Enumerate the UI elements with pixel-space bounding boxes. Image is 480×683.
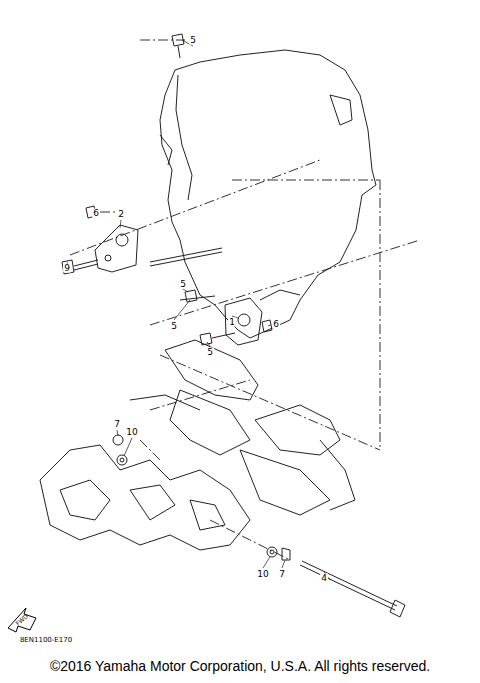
callout-number: 1 [228,318,236,327]
callout-number: 2 [117,210,125,219]
callout-number: 7 [113,420,121,429]
callout-number: 6 [272,320,280,329]
callout-number: 5 [189,36,197,45]
callout-number: 10 [125,428,138,437]
callout-number: 6 [92,209,100,218]
callout-number: 5 [179,280,187,289]
callout-number: 5 [206,348,214,357]
callout-number: 4 [320,574,328,583]
diagram-code: 8EN1100-E170 [19,637,73,644]
callout-number: 7 [278,570,286,579]
copyright-caption: ©2016 Yamaha Motor Corporation, U.S.A. A… [0,658,480,674]
callout-number: 9 [63,264,71,273]
callout-number: 5 [170,322,178,331]
callout-number: 10 [256,570,269,579]
